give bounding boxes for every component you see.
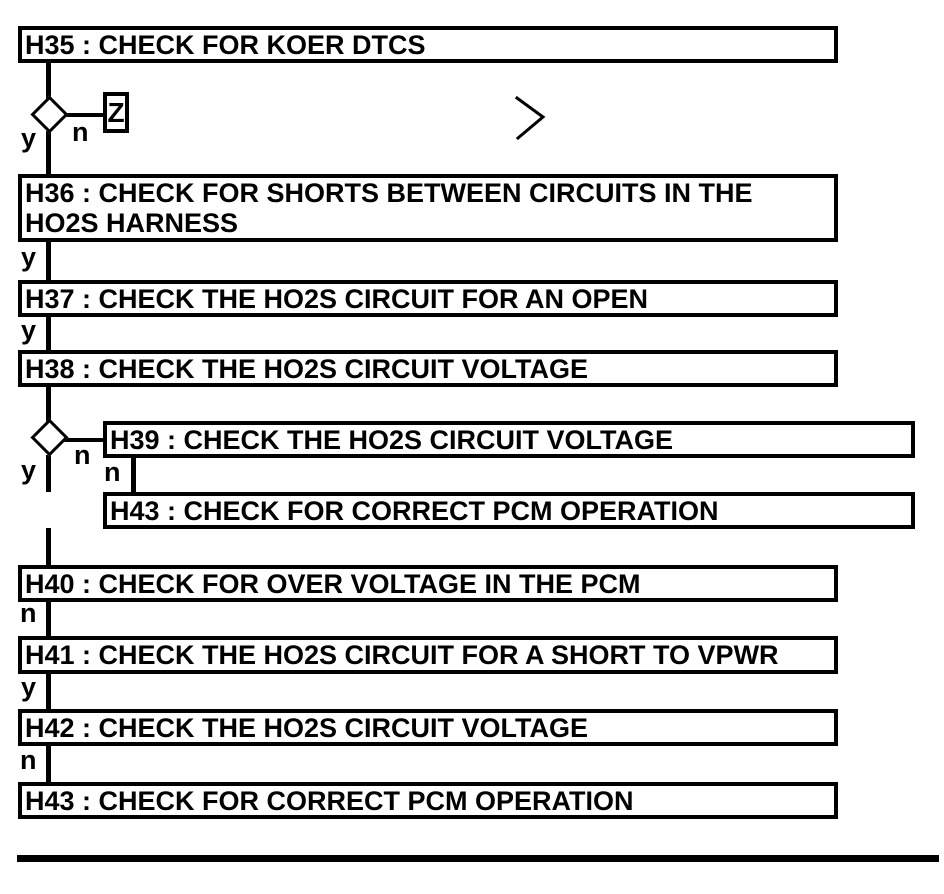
- connector-line: [46, 600, 51, 638]
- flow-box-h40: H40 : CHECK FOR OVER VOLTAGE IN THE PCM: [18, 565, 838, 602]
- flow-box-h40-label: H40 : CHECK FOR OVER VOLTAGE IN THE PCM: [25, 568, 641, 599]
- connector-line: [46, 60, 51, 100]
- connector-line: [46, 315, 51, 352]
- connector-line: [46, 240, 51, 282]
- flow-box-h41: H41 : CHECK THE HO2S CIRCUIT FOR A SHORT…: [18, 636, 838, 674]
- continuation-chevron-icon: [514, 95, 546, 141]
- flow-box-h43-bottom: H43 : CHECK FOR CORRECT PCM OPERATION: [18, 782, 838, 819]
- off-page-connector-z: Z: [103, 92, 129, 133]
- connector-line: [131, 455, 136, 494]
- flow-box-h36-label-line1: H36 : CHECK FOR SHORTS BETWEEN CIRCUITS …: [25, 178, 753, 208]
- decision-diamond-after-h38: [30, 418, 69, 457]
- branch-label-no: n: [104, 457, 121, 487]
- page-divider: [17, 855, 939, 862]
- flow-box-h36: H36 : CHECK FOR SHORTS BETWEEN CIRCUITS …: [18, 174, 838, 242]
- connector-line: [46, 745, 51, 784]
- decision-diamond-after-h35: [30, 95, 69, 134]
- connector-line: [46, 455, 51, 492]
- connector-line: [46, 673, 51, 711]
- branch-label-yes: y: [21, 123, 37, 153]
- flow-box-h43-bottom-label: H43 : CHECK FOR CORRECT PCM OPERATION: [25, 785, 634, 816]
- connector-line: [46, 528, 51, 567]
- flow-box-h35-label: H35 : CHECK FOR KOER DTCS: [25, 29, 426, 60]
- connector-line: [46, 385, 51, 423]
- branch-label-yes: y: [21, 242, 37, 272]
- flow-box-h42-label: H42 : CHECK THE HO2S CIRCUIT VOLTAGE: [25, 712, 589, 743]
- flow-box-h37-label: H37 : CHECK THE HO2S CIRCUIT FOR AN OPEN: [25, 283, 649, 314]
- branch-label-yes: y: [21, 315, 37, 345]
- flow-box-h43-top: H43 : CHECK FOR CORRECT PCM OPERATION: [103, 492, 915, 529]
- flow-box-h39-label: H39 : CHECK THE HO2S CIRCUIT VOLTAGE: [110, 424, 674, 455]
- connector-line: [46, 131, 51, 176]
- connector-line: [64, 438, 105, 442]
- flow-box-h41-label: H41 : CHECK THE HO2S CIRCUIT FOR A SHORT…: [25, 640, 779, 670]
- branch-label-no: n: [20, 598, 37, 628]
- connector-line: [64, 113, 105, 117]
- branch-label-no: n: [74, 440, 91, 470]
- flow-box-h35: H35 : CHECK FOR KOER DTCS: [18, 26, 838, 63]
- branch-label-yes: y: [21, 672, 37, 702]
- flow-box-h43-top-label: H43 : CHECK FOR CORRECT PCM OPERATION: [110, 495, 719, 526]
- branch-label-yes: y: [21, 455, 37, 485]
- flow-box-h36-label-line2: HO2S HARNESS: [25, 208, 239, 238]
- branch-label-no: n: [72, 117, 89, 147]
- flow-box-h37: H37 : CHECK THE HO2S CIRCUIT FOR AN OPEN: [18, 280, 838, 317]
- flow-box-h42: H42 : CHECK THE HO2S CIRCUIT VOLTAGE: [18, 709, 838, 746]
- branch-label-no: n: [20, 745, 37, 775]
- off-page-connector-z-label: Z: [107, 96, 125, 128]
- flow-box-h38-label: H38 : CHECK THE HO2S CIRCUIT VOLTAGE: [25, 353, 589, 384]
- flow-box-h39: H39 : CHECK THE HO2S CIRCUIT VOLTAGE: [103, 421, 915, 458]
- flow-box-h38: H38 : CHECK THE HO2S CIRCUIT VOLTAGE: [18, 350, 838, 387]
